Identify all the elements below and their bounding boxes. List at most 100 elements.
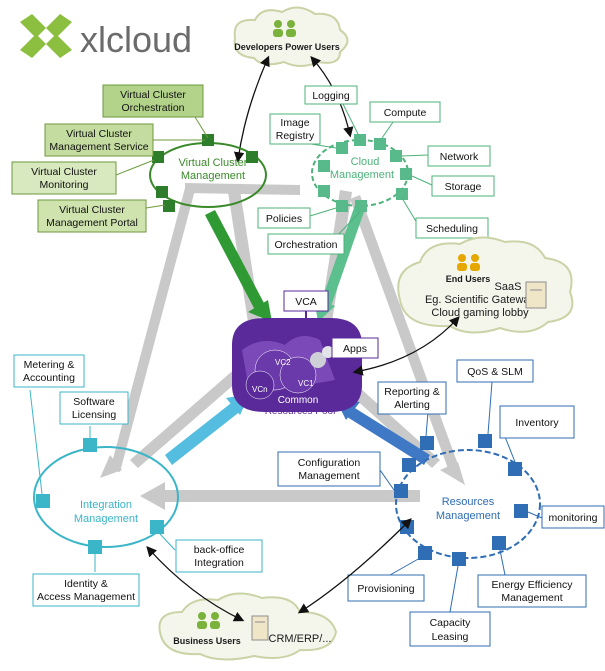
end-users-label: End Users: [446, 274, 491, 284]
resources-title-2: Management: [436, 510, 500, 522]
svg-text:back-office: back-office: [194, 544, 245, 556]
developers-vcm-arrow: [233, 55, 270, 163]
resources-item-capacity: Capacity Leasing: [409, 611, 491, 647]
resources-item-qos: QoS & SLM: [456, 359, 534, 383]
svg-text:Management Service: Management Service: [49, 141, 148, 153]
svg-text:Management: Management: [298, 470, 359, 482]
svg-text:Virtual Cluster: Virtual Cluster: [120, 89, 186, 101]
server-icon: [525, 281, 547, 309]
resources-business-arrow: [297, 518, 412, 614]
svg-text:Scheduling: Scheduling: [426, 223, 478, 235]
cloud-mgmt-title-1: Cloud: [351, 156, 380, 168]
svg-text:Monitoring: Monitoring: [39, 179, 88, 191]
svg-text:Access Management: Access Management: [37, 591, 135, 603]
cloud-management-ring: Cloud Management: [311, 134, 412, 212]
developers-label: Developers Power Users: [234, 42, 340, 52]
svg-text:Licensing: Licensing: [72, 409, 117, 421]
resources-item-reporting: Reporting & Alerting: [377, 381, 447, 415]
integration-business-arrow: [146, 546, 245, 622]
svg-text:Energy Efficiency: Energy Efficiency: [492, 579, 574, 591]
vcm-cubes: [152, 134, 258, 212]
cloud-item-network: Network: [427, 145, 491, 167]
integration-item-software: Software Licensing: [59, 391, 129, 425]
svg-text:Alerting: Alerting: [394, 399, 430, 411]
svg-text:Software: Software: [73, 396, 115, 408]
cloud-mgmt-title-2: Management: [330, 169, 394, 181]
vcm-title-1: Virtual Cluster: [179, 157, 248, 169]
saas-line-2: Eg. Scientific Gateway: [425, 294, 536, 306]
pool-vcn: VCn: [252, 385, 268, 394]
integration-item-metering: Metering & Accounting: [13, 354, 85, 388]
svg-text:Virtual Cluster: Virtual Cluster: [31, 166, 97, 178]
svg-text:Storage: Storage: [445, 181, 482, 193]
svg-text:Virtual Cluster: Virtual Cluster: [59, 204, 125, 216]
svg-text:QoS & SLM: QoS & SLM: [467, 366, 522, 378]
resources-item-provisioning: Provisioning: [347, 574, 425, 602]
crm-label: CRM/ERP/...: [269, 633, 332, 645]
cloud-item-image-registry: Image Registry: [269, 113, 321, 145]
svg-text:Orchestration: Orchestration: [121, 102, 184, 114]
cloud-item-orchestration: Orchestration: [267, 233, 345, 255]
svg-text:Management: Management: [501, 592, 562, 604]
resources-item-configuration: Configuration Management: [277, 451, 381, 487]
developers-users-icon: [273, 20, 296, 37]
pool-title-1: Common: [278, 395, 319, 406]
svg-text:Integration: Integration: [194, 557, 244, 569]
resources-item-energy: Energy Efficiency Management: [477, 574, 587, 608]
resources-management-ring: Resources Management: [394, 434, 541, 566]
pool-saas-arrow: [352, 316, 460, 376]
integration-title-1: Integration: [80, 499, 132, 511]
integration-item-identity: Identity & Access Management: [32, 573, 140, 607]
logo-text: xlcloud: [80, 19, 192, 60]
crm-server-icon: [251, 615, 269, 641]
svg-text:VCA: VCA: [295, 296, 317, 308]
cloud-item-compute: Compute: [369, 101, 441, 123]
resources-item-monitoring: monitoring: [541, 505, 605, 529]
svg-text:Network: Network: [440, 151, 479, 163]
vcm-item-orchestration: Virtual Cluster Orchestration: [102, 84, 209, 139]
svg-text:Provisioning: Provisioning: [357, 583, 414, 595]
cloud-item-storage: Storage: [431, 175, 495, 197]
svg-text:Compute: Compute: [384, 107, 427, 119]
svg-text:Inventory: Inventory: [515, 417, 559, 429]
vc-management-ring: Virtual Cluster Management: [149, 134, 267, 212]
pool-title-2: Resources Pool: [265, 406, 336, 417]
svg-text:Accounting: Accounting: [23, 372, 75, 384]
svg-text:Metering &: Metering &: [24, 359, 75, 371]
svg-text:Registry: Registry: [276, 130, 315, 142]
vcm-title-2: Management: [181, 170, 245, 182]
pool-vc2: VC2: [275, 358, 291, 367]
vca-box: VCA: [283, 290, 329, 330]
integration-title-2: Management: [74, 513, 138, 525]
svg-text:Virtual Cluster: Virtual Cluster: [66, 128, 132, 140]
svg-text:Apps: Apps: [343, 343, 367, 355]
pool-vc1: VC1: [298, 379, 314, 388]
cloud-item-policies: Policies: [257, 207, 311, 229]
vcm-item-monitoring: Virtual Cluster Monitoring: [11, 159, 155, 195]
svg-text:Logging: Logging: [312, 90, 350, 102]
end-users-cloud: End Users SaaS Eg. Scientific Gateway Cl…: [397, 236, 574, 334]
integration-management-ring: Integration Management: [33, 438, 179, 554]
saas-line-3: Cloud gaming lobby: [431, 307, 529, 319]
business-users-label: Business Users: [173, 636, 241, 646]
cloud-item-logging: Logging: [304, 85, 358, 105]
svg-text:Reporting &: Reporting &: [384, 386, 439, 398]
common-resources-pool: VC2 VCn VC1 Common Resources Pool: [232, 318, 362, 417]
resources-title-1: Resources: [442, 496, 495, 508]
svg-text:Orchestration: Orchestration: [274, 239, 337, 251]
svg-text:Image: Image: [280, 117, 309, 129]
apps-box: Apps: [331, 337, 379, 359]
business-users-cloud: Business Users CRM/ERP/...: [158, 592, 338, 661]
svg-text:Configuration: Configuration: [298, 457, 361, 469]
svg-text:Capacity: Capacity: [430, 617, 472, 629]
logo-mark-icon: [20, 14, 72, 58]
vcm-item-management-portal: Virtual Cluster Management Portal: [37, 199, 166, 233]
resources-item-inventory: Inventory: [499, 405, 575, 439]
cloud-mgmt-cubes: [318, 134, 412, 212]
xlcloud-logo: xlcloud: [20, 14, 192, 60]
svg-text:Policies: Policies: [266, 213, 302, 225]
end-users-icon: [457, 254, 480, 271]
integration-item-backoffice: back-office Integration: [175, 539, 263, 573]
